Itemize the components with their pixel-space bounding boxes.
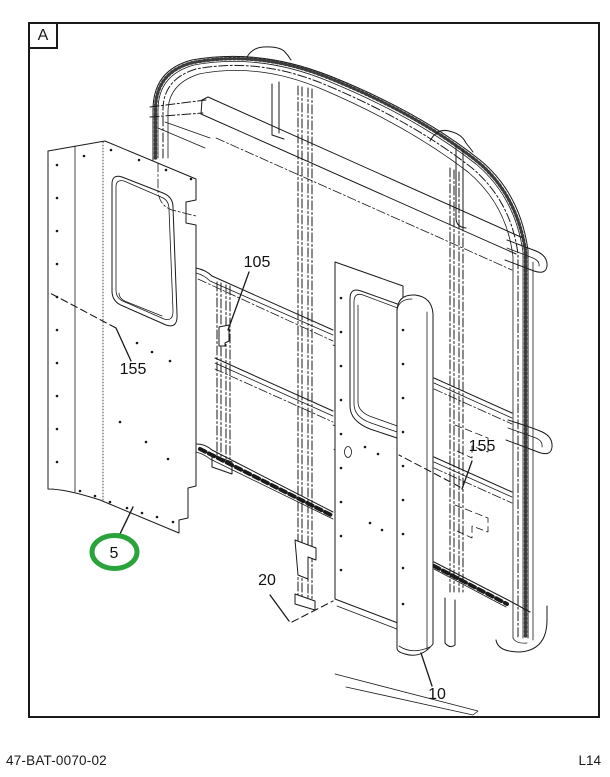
callout-10-label[interactable]: 10 xyxy=(428,686,446,703)
callout-5-label[interactable]: 5 xyxy=(110,545,119,562)
callout-155-left: 155 xyxy=(47,291,147,378)
highlight-circle xyxy=(89,533,140,571)
door-panel-rivets xyxy=(339,296,384,572)
door-panel-window xyxy=(349,289,404,441)
view-label: A xyxy=(28,22,58,49)
callout-155-right: 155 xyxy=(398,438,496,490)
callout-105-label[interactable]: 105 xyxy=(244,254,271,271)
document-number: 47-BAT-0070-02 xyxy=(6,753,107,768)
left-corner-panel xyxy=(47,140,197,534)
pillar-panel-rivets xyxy=(401,328,405,606)
pillar-panel xyxy=(396,294,434,656)
callouts: 105 155 5 20 10 xyxy=(47,254,496,703)
sill-rail xyxy=(195,443,531,613)
callout-155-right-label[interactable]: 155 xyxy=(469,438,496,455)
callout-20-label[interactable]: 20 xyxy=(258,572,276,589)
door-panel xyxy=(334,261,404,632)
page-code: L14 xyxy=(578,753,601,768)
callout-155-left-label[interactable]: 155 xyxy=(120,361,147,378)
callout-20: 20 xyxy=(258,572,334,623)
door-frame-posts xyxy=(216,85,464,605)
cab-frame-structure xyxy=(149,46,553,716)
callout-10: 10 xyxy=(420,652,446,703)
left-panel-window xyxy=(111,175,178,327)
callout-105: 105 xyxy=(218,254,271,347)
callout-5-highlighted: 5 xyxy=(89,506,140,571)
